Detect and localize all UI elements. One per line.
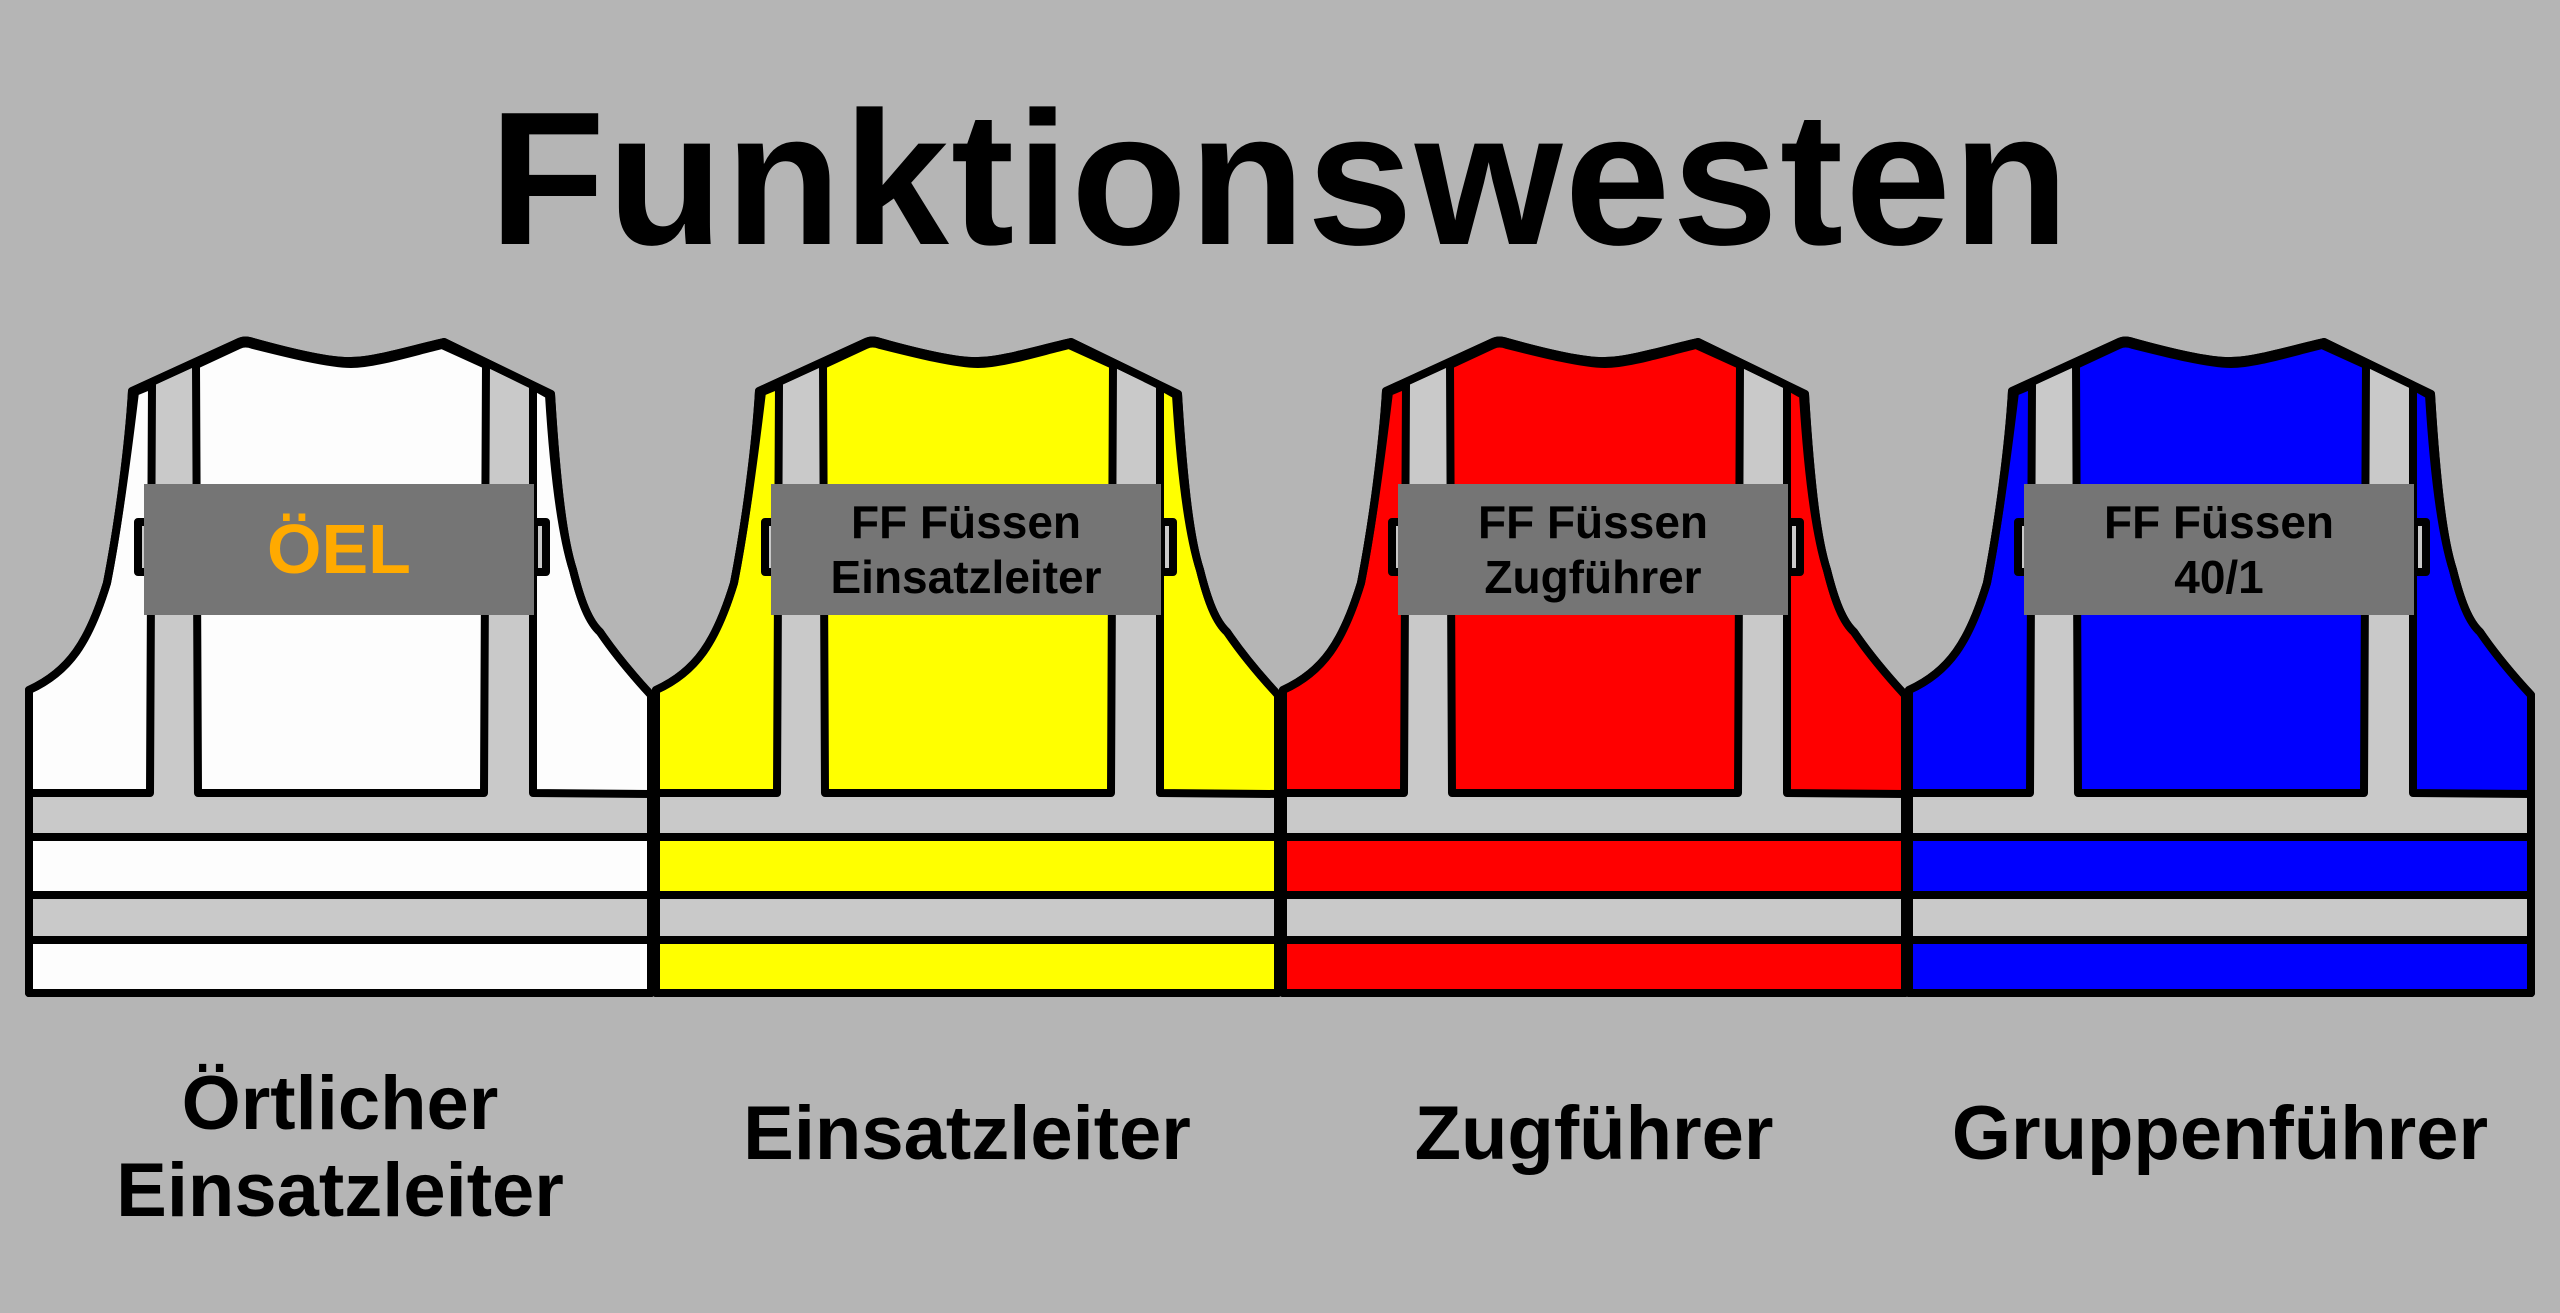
badge-tab-right: [2410, 518, 2430, 576]
vest-panel-left: [25, 381, 156, 797]
vest-panel-right: [529, 382, 655, 798]
vest-band: [652, 936, 1282, 997]
vest-illustration: [1279, 336, 1909, 997]
badge-text: FF Füssen: [1477, 496, 1709, 549]
vest-panel-right: [2409, 382, 2535, 798]
badge-tab-right: [1784, 518, 1804, 576]
vest-illustration: [25, 336, 655, 997]
vest-band: [1905, 936, 2535, 997]
vest-band: [1279, 833, 1909, 899]
vest-label-line: Einsatzleiter: [116, 1148, 564, 1234]
badge-tab-right: [1157, 518, 1177, 576]
vest-label-line: Zugführer: [1414, 1091, 1774, 1176]
vest-panel-left: [1905, 381, 2036, 797]
vest-oertlicher-einsatzleiter: ÖEL: [23, 336, 660, 1001]
vest-outline: [25, 336, 655, 997]
vest-outline: [1279, 336, 1909, 997]
vest-band: [652, 833, 1282, 899]
vest-band: [25, 936, 655, 997]
badge-tab-right: [530, 518, 550, 576]
vest-label-line: Gruppenführer: [1951, 1091, 2489, 1176]
badge-text: 40/1: [2174, 550, 2264, 603]
page-title: Funktionswesten: [489, 73, 2071, 285]
vest-outline: [1905, 336, 2535, 997]
badge-text: ÖEL: [267, 510, 411, 589]
badge-text: Zugführer: [1484, 550, 1702, 603]
vest-label-einsatzleiter: Einsatzleiter: [617, 1090, 1317, 1177]
vest-band: [1279, 936, 1909, 997]
badge-text: Einsatzleiter: [830, 550, 1102, 603]
vest-outline: [652, 336, 1282, 997]
vest-panel-right: [1156, 382, 1282, 798]
vest-illustration: [1905, 336, 2535, 997]
vest-label-zugfuehrer: Zugführer: [1244, 1090, 1944, 1177]
vest-band: [1905, 833, 2535, 899]
vest-panel-right: [1783, 382, 1909, 798]
vest-label-line: Einsatzleiter: [743, 1091, 1191, 1176]
vest-band: [25, 833, 655, 899]
vest-label-gruppenfuehrer: Gruppenführer: [1870, 1090, 2560, 1177]
badge-text: FF Füssen: [2103, 496, 2335, 549]
vest-illustration: [652, 336, 1282, 997]
vest-label-line: Örtlicher: [181, 1061, 499, 1146]
vest-panel-left: [652, 381, 783, 797]
badge-text: FF Füssen: [850, 496, 1082, 549]
name-badge: ÖEL: [144, 484, 534, 615]
vest-panel-left: [1279, 381, 1410, 797]
